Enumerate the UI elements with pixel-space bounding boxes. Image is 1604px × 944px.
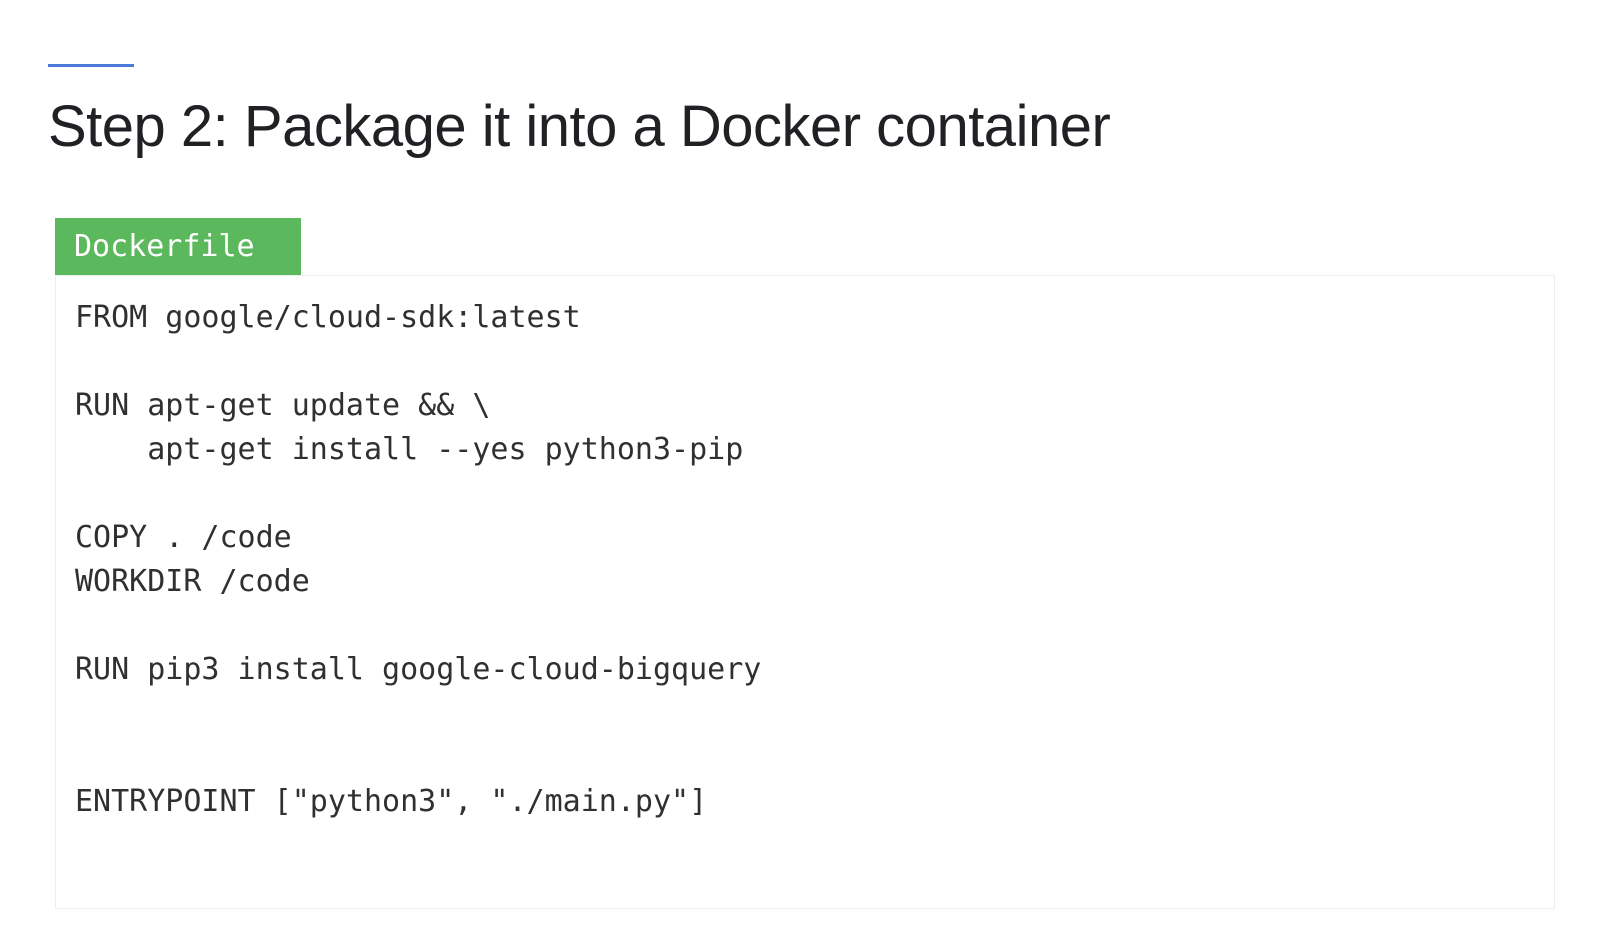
code-line: WORKDIR /code [75,564,310,599]
code-line [75,604,761,648]
code-panel: FROM google/cloud-sdk:latest RUN apt-get… [55,275,1555,909]
code-line: RUN pip3 install google-cloud-bigquery [75,652,762,687]
code-block: FROM google/cloud-sdk:latest RUN apt-get… [75,296,761,824]
code-line: ENTRYPOINT ["python3", "./main.py"] [75,784,708,819]
code-line [75,736,761,780]
code-line: FROM google/cloud-sdk:latest [75,300,581,335]
code-line: RUN apt-get update && \ [75,388,491,423]
code-line: apt-get install --yes python3-pip [75,432,744,467]
title-accent-rule [48,64,134,67]
slide-title: Step 2: Package it into a Docker contain… [48,94,1111,159]
dockerfile-tab: Dockerfile [55,218,301,275]
code-line [75,472,761,516]
code-line: COPY . /code [75,520,292,555]
code-line [75,340,761,384]
code-line [75,692,761,736]
